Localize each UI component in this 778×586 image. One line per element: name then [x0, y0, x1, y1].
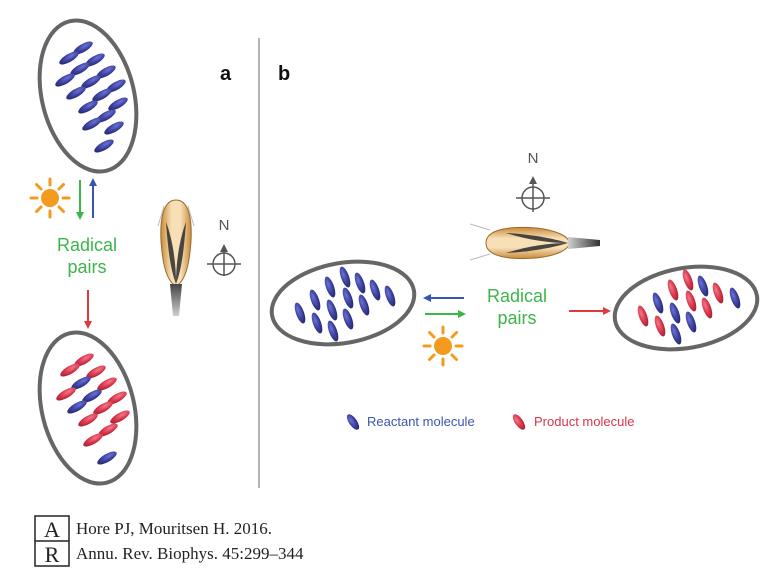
reactant-molecule — [342, 308, 354, 330]
svg-text:R: R — [45, 542, 60, 567]
reactant-molecule — [85, 53, 105, 67]
reactant-molecule — [66, 86, 86, 100]
legend: Reactant molecule Product molecule — [346, 414, 634, 430]
reactant-molecule — [652, 292, 664, 314]
product-molecule — [78, 413, 98, 427]
product-molecule — [98, 423, 118, 437]
reactant-molecule — [309, 289, 321, 311]
radical-pairs-b-line1: Radical — [487, 286, 547, 306]
product-molecule — [74, 353, 94, 367]
reactant-molecule — [354, 272, 366, 294]
compass-north-label-b: N — [528, 150, 539, 167]
cell-b-products — [612, 264, 760, 352]
panel-b-label: b — [278, 63, 290, 85]
legend-reactant-label: Reactant molecule — [367, 414, 475, 429]
reactant-molecule — [670, 323, 682, 345]
cell-a-reactants — [37, 18, 139, 174]
citation: A R Hore PJ, Mouritsen H. 2016. Annu. Re… — [34, 515, 303, 567]
svg-text:A: A — [44, 517, 60, 542]
radical-pairs-a-line1: Radical — [57, 235, 117, 255]
product-molecule — [60, 363, 80, 377]
reactant-molecule — [96, 65, 116, 79]
reactant-molecule — [327, 320, 339, 342]
reactant-molecule — [358, 294, 370, 316]
reactant-molecule — [81, 75, 101, 89]
molecules-a-top — [55, 41, 128, 153]
bird-icon-horizontal — [469, 223, 600, 261]
product-molecule — [701, 297, 713, 319]
reactant-molecule — [108, 97, 128, 111]
product-molecule — [107, 391, 127, 405]
reactant-molecule — [104, 121, 124, 135]
legend-product-swatch-icon — [512, 414, 526, 430]
product-molecule — [86, 365, 106, 379]
reactant-molecule — [94, 139, 114, 153]
molecules-b-left — [294, 266, 396, 342]
product-molecule — [93, 401, 113, 415]
citation-line-journal: Annu. Rev. Biophys. 45:299–344 — [76, 544, 304, 563]
reactant-molecule — [697, 275, 709, 297]
compass-icon-b — [516, 176, 550, 212]
reactant-molecule — [59, 51, 79, 65]
reactant-molecule — [71, 376, 91, 390]
reactant-molecule — [311, 312, 323, 334]
product-molecule — [712, 282, 724, 304]
product-molecule — [667, 279, 679, 301]
cell-b-reactants — [269, 259, 417, 347]
reactant-molecule — [342, 287, 354, 309]
reactant-molecule — [97, 451, 117, 465]
reactant-molecule — [73, 41, 93, 55]
reactant-molecule — [82, 117, 102, 131]
reactant-molecule — [78, 100, 98, 114]
compass-north-label-a: N — [219, 217, 230, 234]
reactant-molecule — [70, 62, 90, 76]
reactant-molecule — [384, 285, 396, 307]
panel-a-label: a — [220, 63, 232, 85]
product-molecule — [654, 315, 666, 337]
product-molecule — [56, 387, 76, 401]
legend-reactant-swatch-icon — [346, 414, 360, 430]
panel-b: N Ra — [269, 150, 760, 430]
magnetoreception-diagram: a b Radical pairs — [29, 18, 760, 488]
molecules-a-bottom — [56, 353, 130, 465]
sun-icon — [422, 325, 464, 367]
reactant-molecule — [326, 299, 338, 321]
reactant-molecule — [729, 287, 741, 309]
reactant-molecule — [294, 302, 306, 324]
panel-a: Radical pairs — [29, 18, 241, 486]
radical-pairs-b-line2: pairs — [497, 308, 536, 328]
reactant-molecule — [67, 400, 87, 414]
radical-pairs-a-line2: pairs — [67, 257, 106, 277]
product-molecule — [637, 305, 649, 327]
cell-a-products — [37, 330, 139, 486]
reactant-molecule — [55, 73, 75, 87]
product-molecule — [682, 269, 694, 291]
product-molecule — [97, 377, 117, 391]
citation-text: Hore PJ, Mouritsen H. 2016. Annu. Rev. B… — [76, 516, 303, 566]
molecules-b-right — [637, 269, 741, 345]
product-molecule — [83, 433, 103, 447]
reactant-molecule — [92, 88, 112, 102]
citation-line-authors: Hore PJ, Mouritsen H. 2016. — [76, 519, 272, 538]
reactant-molecule — [324, 276, 336, 298]
bird-icon-vertical — [157, 199, 195, 316]
reactant-molecule — [685, 311, 697, 333]
reactant-molecule — [369, 279, 381, 301]
product-molecule — [685, 290, 697, 312]
annual-reviews-logo-icon: A R — [34, 515, 70, 567]
legend-product-label: Product molecule — [534, 414, 634, 429]
sun-icon — [29, 177, 71, 219]
compass-icon-a — [207, 244, 241, 276]
reactant-molecule — [669, 302, 681, 324]
product-molecule — [110, 410, 130, 424]
reactant-molecule — [82, 389, 102, 403]
reactant-molecule — [339, 266, 351, 288]
